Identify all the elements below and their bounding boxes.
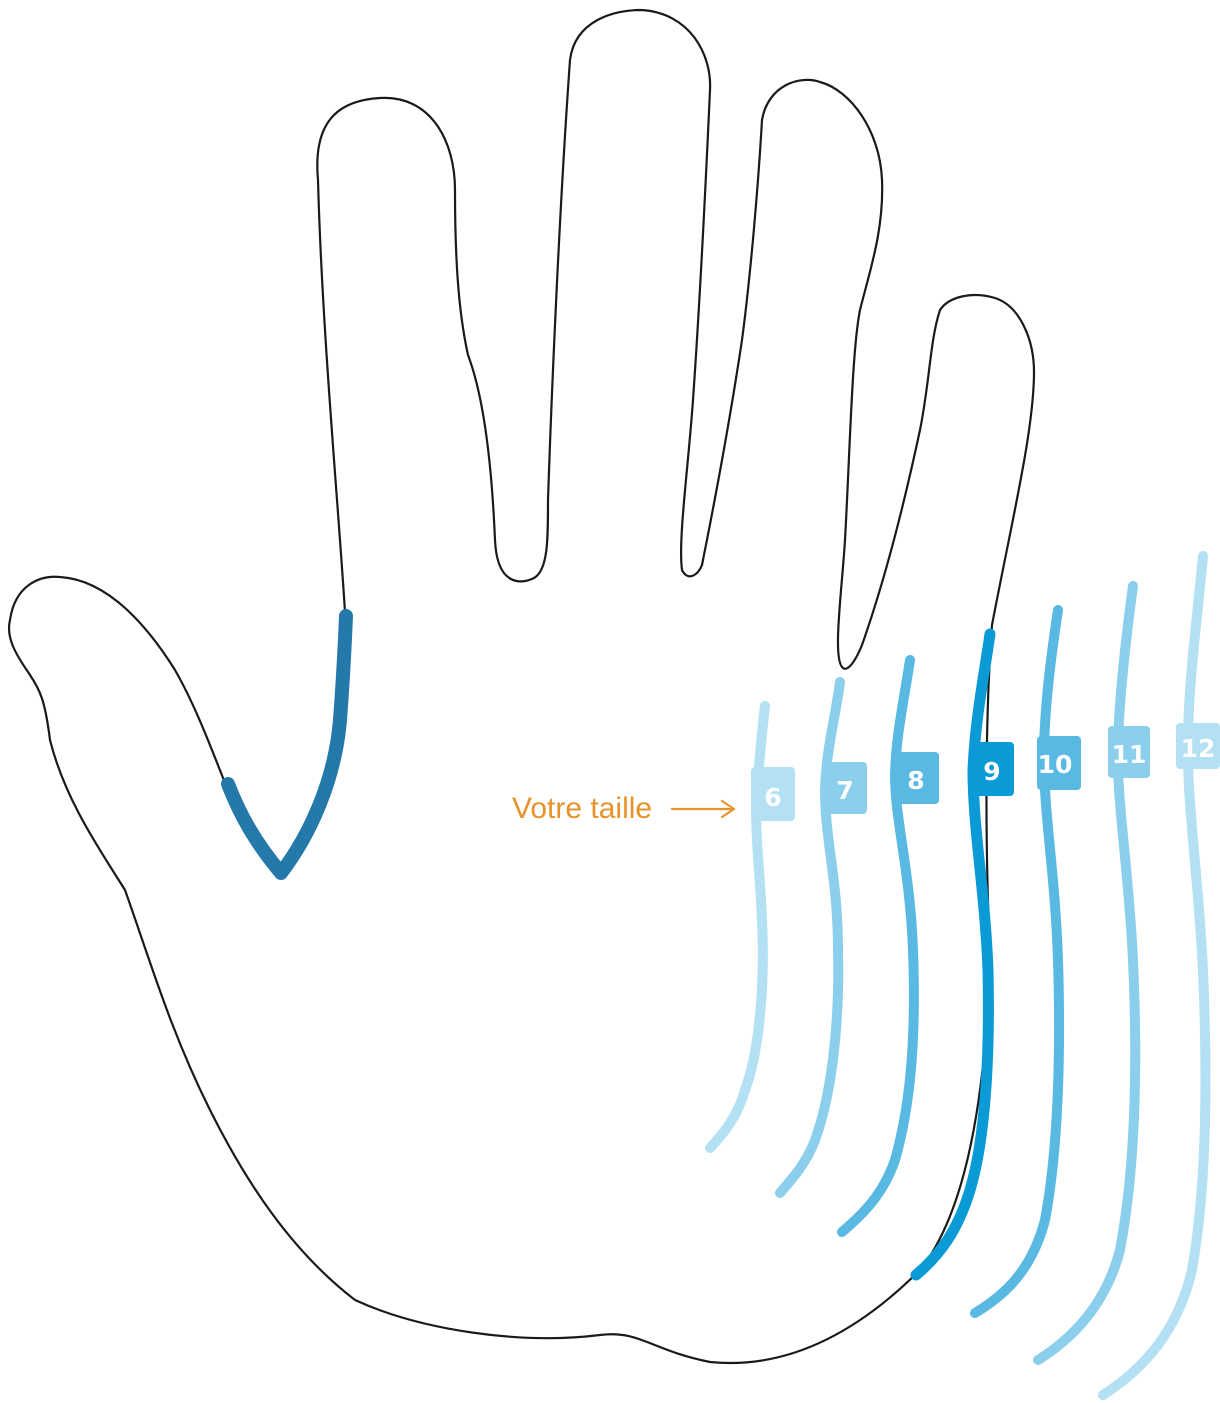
size-band-line xyxy=(842,660,914,1232)
your-size-pointer: Votre taille xyxy=(512,792,734,825)
your-size-label: Votre taille xyxy=(512,792,652,825)
size-band[interactable]: 9 xyxy=(916,634,1014,1275)
size-band[interactable]: 6 xyxy=(710,706,795,1148)
size-band-line xyxy=(780,682,840,1193)
thumb-web-gauge xyxy=(228,616,346,873)
size-band-line xyxy=(1038,586,1135,1360)
size-label: 8 xyxy=(907,766,924,795)
size-band[interactable]: 7 xyxy=(780,682,867,1193)
size-label: 9 xyxy=(983,757,1000,786)
size-label: 7 xyxy=(836,776,853,805)
size-band-line xyxy=(916,634,990,1275)
size-label: 10 xyxy=(1038,750,1073,779)
size-band[interactable]: 8 xyxy=(842,660,939,1232)
hand-outline xyxy=(9,10,1034,1363)
size-label: 6 xyxy=(764,783,781,812)
size-label: 12 xyxy=(1181,734,1216,763)
size-label: 11 xyxy=(1112,740,1147,769)
arrow-right-icon xyxy=(672,801,734,817)
